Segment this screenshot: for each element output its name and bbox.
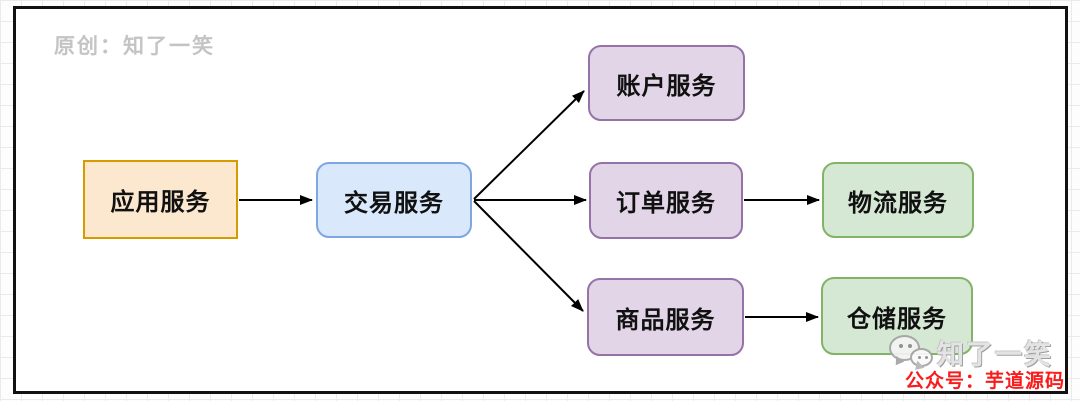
node-warehouse-service: 仓储服务 xyxy=(821,277,973,355)
node-logistics-service: 物流服务 xyxy=(822,162,974,238)
node-order-service: 订单服务 xyxy=(589,162,743,239)
node-trade-service: 交易服务 xyxy=(316,162,472,238)
node-product-service: 商品服务 xyxy=(587,278,744,356)
node-application-service: 应用服务 xyxy=(83,160,238,239)
node-account-service: 账户服务 xyxy=(588,45,745,121)
author-watermark: 原创：知了一笑 xyxy=(54,35,215,58)
